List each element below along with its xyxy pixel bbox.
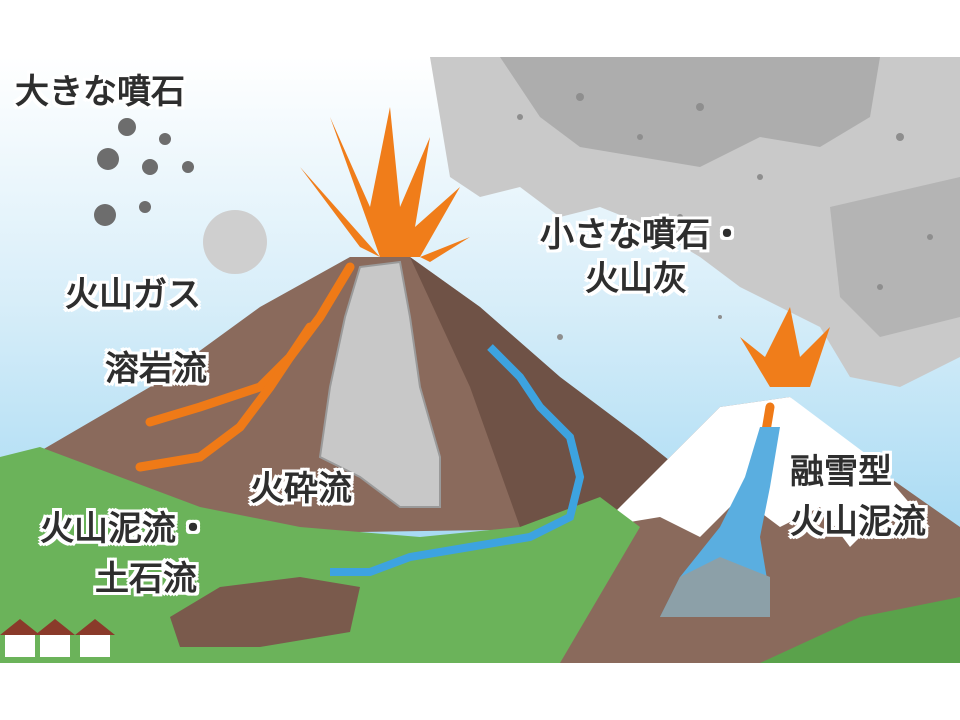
ash-particles bbox=[517, 93, 933, 340]
label-volcanic-gas: 火山ガス bbox=[65, 275, 201, 315]
label-pyroclastic-flow: 火砕流 bbox=[250, 469, 352, 509]
grass bbox=[0, 447, 640, 663]
lahar-river bbox=[330, 344, 585, 576]
eruption bbox=[300, 107, 830, 387]
houses bbox=[0, 619, 115, 657]
debris-flow-shape bbox=[170, 577, 360, 647]
illustration bbox=[0, 57, 960, 663]
label-lahar-line1: 火山泥流・ bbox=[40, 509, 210, 549]
gas-cloud bbox=[203, 210, 267, 274]
label-lahar-line2: 土石流 bbox=[95, 559, 197, 599]
label-lava-flow: 溶岩流 bbox=[105, 349, 207, 389]
large-bombs bbox=[94, 118, 194, 226]
pyroclastic-flow-shape bbox=[318, 260, 441, 508]
label-snowmelt-lahar-line2: 火山泥流 bbox=[790, 502, 926, 542]
label-large-bombs: 大きな噴石 bbox=[15, 72, 185, 112]
ash-cloud bbox=[430, 57, 960, 387]
label-small-bombs-line2: 火山灰 bbox=[585, 259, 687, 299]
label-snowmelt-lahar-line1: 融雪型 bbox=[790, 452, 892, 492]
label-small-bombs-line1: 小さな噴石・ bbox=[540, 215, 744, 255]
